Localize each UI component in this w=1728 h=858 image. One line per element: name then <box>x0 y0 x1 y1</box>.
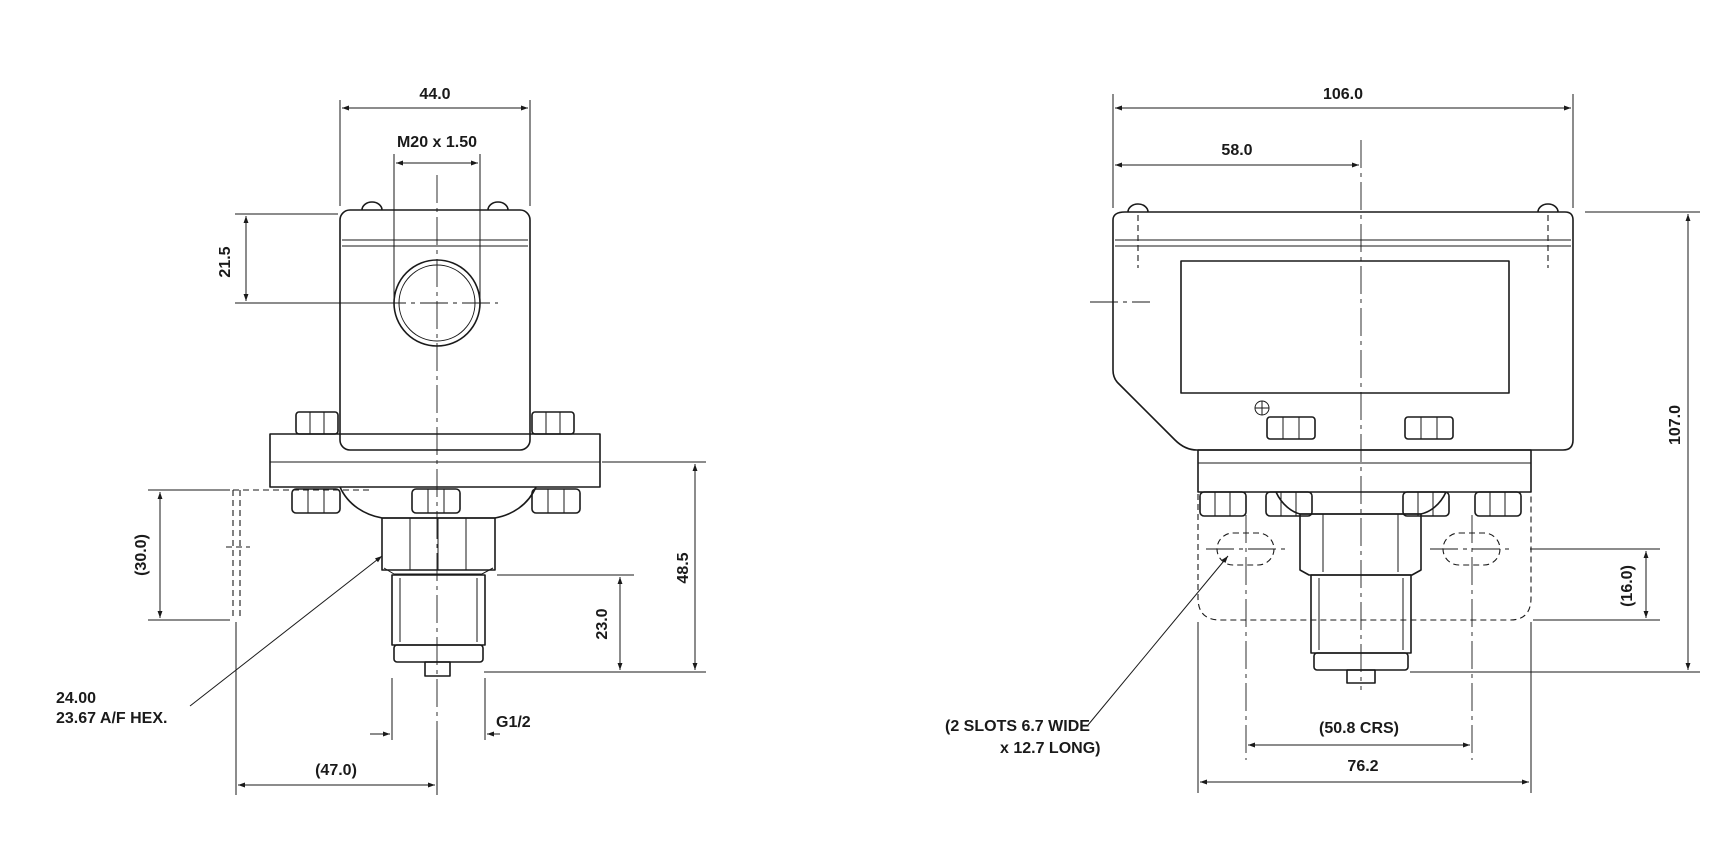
hex-label-line2: 23.67 A/F HEX. <box>56 710 167 727</box>
connection-label: G1/2 <box>496 714 531 731</box>
nut-icon <box>1474 491 1522 517</box>
front-window <box>1180 260 1510 394</box>
side-housing <box>339 209 531 451</box>
dim-port-height-label: 21.5 <box>217 246 234 277</box>
dim-mount-height-label: (30.0) <box>133 534 150 576</box>
dim-mount-offset-label: (47.0) <box>315 762 357 779</box>
nut-icon <box>1266 416 1316 440</box>
dim-width-overall-label: 44.0 <box>419 86 450 103</box>
dim-stem-height-label: 23.0 <box>594 608 611 639</box>
front-hidden-bracket <box>1197 494 1532 621</box>
nut-icon <box>411 488 461 514</box>
nut-icon <box>1404 416 1454 440</box>
front-housing <box>1112 211 1574 451</box>
nut-icon <box>531 411 575 435</box>
screw-icon <box>1127 203 1149 213</box>
front-hex-body <box>1299 513 1422 576</box>
dim-slot-height-label: (16.0) <box>1619 565 1636 607</box>
screw-icon <box>487 201 509 211</box>
side-view: 44.0 M20 x 1.50 21.5 48.5 23.0 (30.0) (4… <box>56 86 706 795</box>
screw-icon <box>361 201 383 211</box>
side-flange <box>269 433 601 488</box>
dim-slot-centres-label: (50.8 CRS) <box>1319 720 1399 737</box>
nut-icon <box>1199 491 1247 517</box>
nut-icon <box>531 488 581 514</box>
dim-height-overall-label: 48.5 <box>675 552 692 583</box>
stem-pin <box>424 661 451 677</box>
hex-label-line1: 24.00 <box>56 690 96 707</box>
slots-label-line2: x 12.7 LONG) <box>1000 740 1100 757</box>
slots-label-line1: (2 SLOTS 6.7 WIDE <box>945 718 1090 735</box>
threaded-stem <box>391 574 486 646</box>
nut-icon <box>1265 491 1313 517</box>
dim-front-width-label: 106.0 <box>1323 86 1363 103</box>
dim-thread-label: M20 x 1.50 <box>397 134 477 151</box>
nut-icon <box>1402 491 1450 517</box>
dim-base-width-label: 76.2 <box>1347 758 1378 775</box>
nut-icon <box>291 488 341 514</box>
hidden-bracket <box>232 489 372 618</box>
stem-tip <box>393 644 484 663</box>
dim-front-height-label: 107.0 <box>1667 405 1684 445</box>
front-flange <box>1197 449 1532 493</box>
front-view: 106.0 58.0 107.0 (16.0) (50.8 CRS) 76.2 … <box>945 86 1700 793</box>
screw-icon <box>1537 203 1559 213</box>
dim-front-center-label: 58.0 <box>1221 142 1252 159</box>
nut-icon <box>295 411 339 435</box>
